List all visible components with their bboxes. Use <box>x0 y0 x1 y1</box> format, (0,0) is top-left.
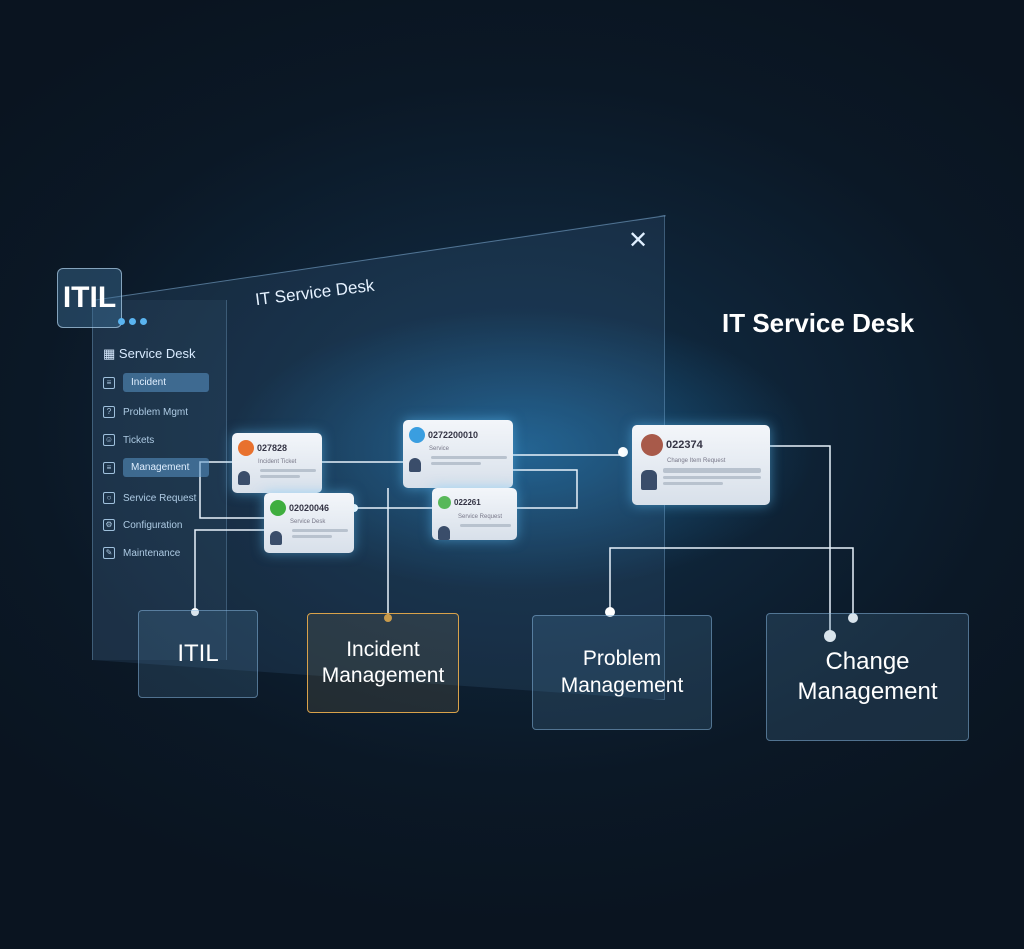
sidebar-item-management[interactable]: ≡ Management <box>103 458 209 477</box>
clipboard-icon: ≡ <box>103 461 115 474</box>
ticket-card[interactable]: 027828 Incident Ticket <box>232 433 322 493</box>
ticket-id: 0272200010 <box>428 429 479 440</box>
ticket-icon <box>409 426 425 443</box>
problem-management-box[interactable]: Problem Management <box>532 615 712 730</box>
text-placeholder <box>431 462 481 465</box>
ticket-subtitle: Incident Ticket <box>258 459 297 465</box>
wrench-icon: ✎ <box>103 547 115 559</box>
sidebar-item-service-request[interactable]: ○ Service Request <box>103 492 196 504</box>
sidebar-item-problem[interactable]: ? Problem Mgmt <box>103 406 188 418</box>
sidebar-item-tickets[interactable]: ☺ Tickets <box>103 434 154 446</box>
sidebar-item-label: Management <box>123 458 209 477</box>
avatar <box>438 526 450 540</box>
text-placeholder <box>663 468 761 473</box>
service-desk-window <box>92 215 665 700</box>
window-dots <box>118 318 147 325</box>
dot <box>129 318 136 325</box>
ticket-card[interactable]: 0272200010 Service <box>403 420 513 488</box>
change-management-box[interactable]: Change Management <box>766 613 969 741</box>
ticket-subtitle: Service Request <box>458 514 503 520</box>
dot <box>118 318 125 325</box>
connector-node <box>191 608 199 616</box>
text-placeholder <box>460 524 511 527</box>
connector-line <box>199 461 264 519</box>
text-placeholder <box>260 469 316 472</box>
connector-node <box>848 613 858 623</box>
text-placeholder <box>260 475 300 478</box>
ticket-id: 022261 <box>454 498 481 508</box>
avatar <box>641 470 657 490</box>
close-icon[interactable]: ✕ <box>628 227 649 254</box>
text-placeholder <box>292 529 348 532</box>
sidebar <box>92 300 227 660</box>
document-icon: ? <box>103 406 115 418</box>
connector-line <box>322 445 831 635</box>
sidebar-header-label: Service Desk <box>118 346 196 361</box>
connector-line <box>609 547 854 618</box>
sidebar-item-label: Service Request <box>123 492 197 504</box>
sidebar-item-maintenance[interactable]: ✎ Maintenance <box>103 547 180 559</box>
desk-icon: ▦ <box>103 346 116 361</box>
ticket-subtitle: Service Desk <box>290 519 326 525</box>
connector-node <box>605 607 615 617</box>
sidebar-item-label: Configuration <box>123 519 183 531</box>
ticket-id: 027828 <box>257 442 288 453</box>
sidebar-item-label: Problem Mgmt <box>123 406 189 418</box>
ticket-id: 02020046 <box>289 502 330 513</box>
gear-icon: ⚙ <box>103 519 115 531</box>
text-placeholder <box>431 456 507 459</box>
sidebar-item-label: Maintenance <box>123 547 181 559</box>
ticket-subtitle: Service <box>429 446 450 452</box>
page-heading: IT Service Desk <box>722 308 915 338</box>
ticket-icon <box>641 434 663 456</box>
sidebar-item-configuration[interactable]: ⚙ Configuration <box>103 519 182 531</box>
ticket-icon <box>438 496 451 510</box>
itil-badge: ITIL <box>57 268 122 328</box>
dot <box>140 318 147 325</box>
avatar <box>238 471 250 485</box>
text-placeholder <box>663 482 723 485</box>
connector-node <box>384 614 392 622</box>
ticket-card[interactable]: 022374 Change Item Request <box>632 425 770 505</box>
sidebar-item-label: Incident <box>123 373 209 392</box>
ticket-card[interactable]: 02020046 Service Desk <box>264 493 354 553</box>
user-icon: ☺ <box>103 434 115 446</box>
avatar <box>409 458 421 472</box>
connector-node <box>824 630 836 642</box>
ticket-icon <box>238 439 254 456</box>
ticket-id: 022374 <box>666 439 703 451</box>
ticket-icon <box>270 499 286 516</box>
incident-management-box[interactable]: Incident Management <box>307 613 459 713</box>
connector-line <box>194 529 264 612</box>
sidebar-item-label: Tickets <box>123 434 155 446</box>
list-icon: ≡ <box>103 376 115 389</box>
connector-node <box>618 447 628 457</box>
text-placeholder <box>663 476 761 479</box>
text-placeholder <box>292 535 332 538</box>
itil-box[interactable]: ITIL <box>138 610 258 698</box>
circle-icon: ○ <box>103 492 115 504</box>
ticket-subtitle: Change Item Request <box>667 458 726 464</box>
ticket-card[interactable]: 022261 Service Request <box>432 488 517 540</box>
avatar <box>270 531 282 545</box>
sidebar-header: ▦ Service Desk <box>103 346 196 362</box>
sidebar-item-incident[interactable]: ≡ Incident <box>103 373 209 392</box>
